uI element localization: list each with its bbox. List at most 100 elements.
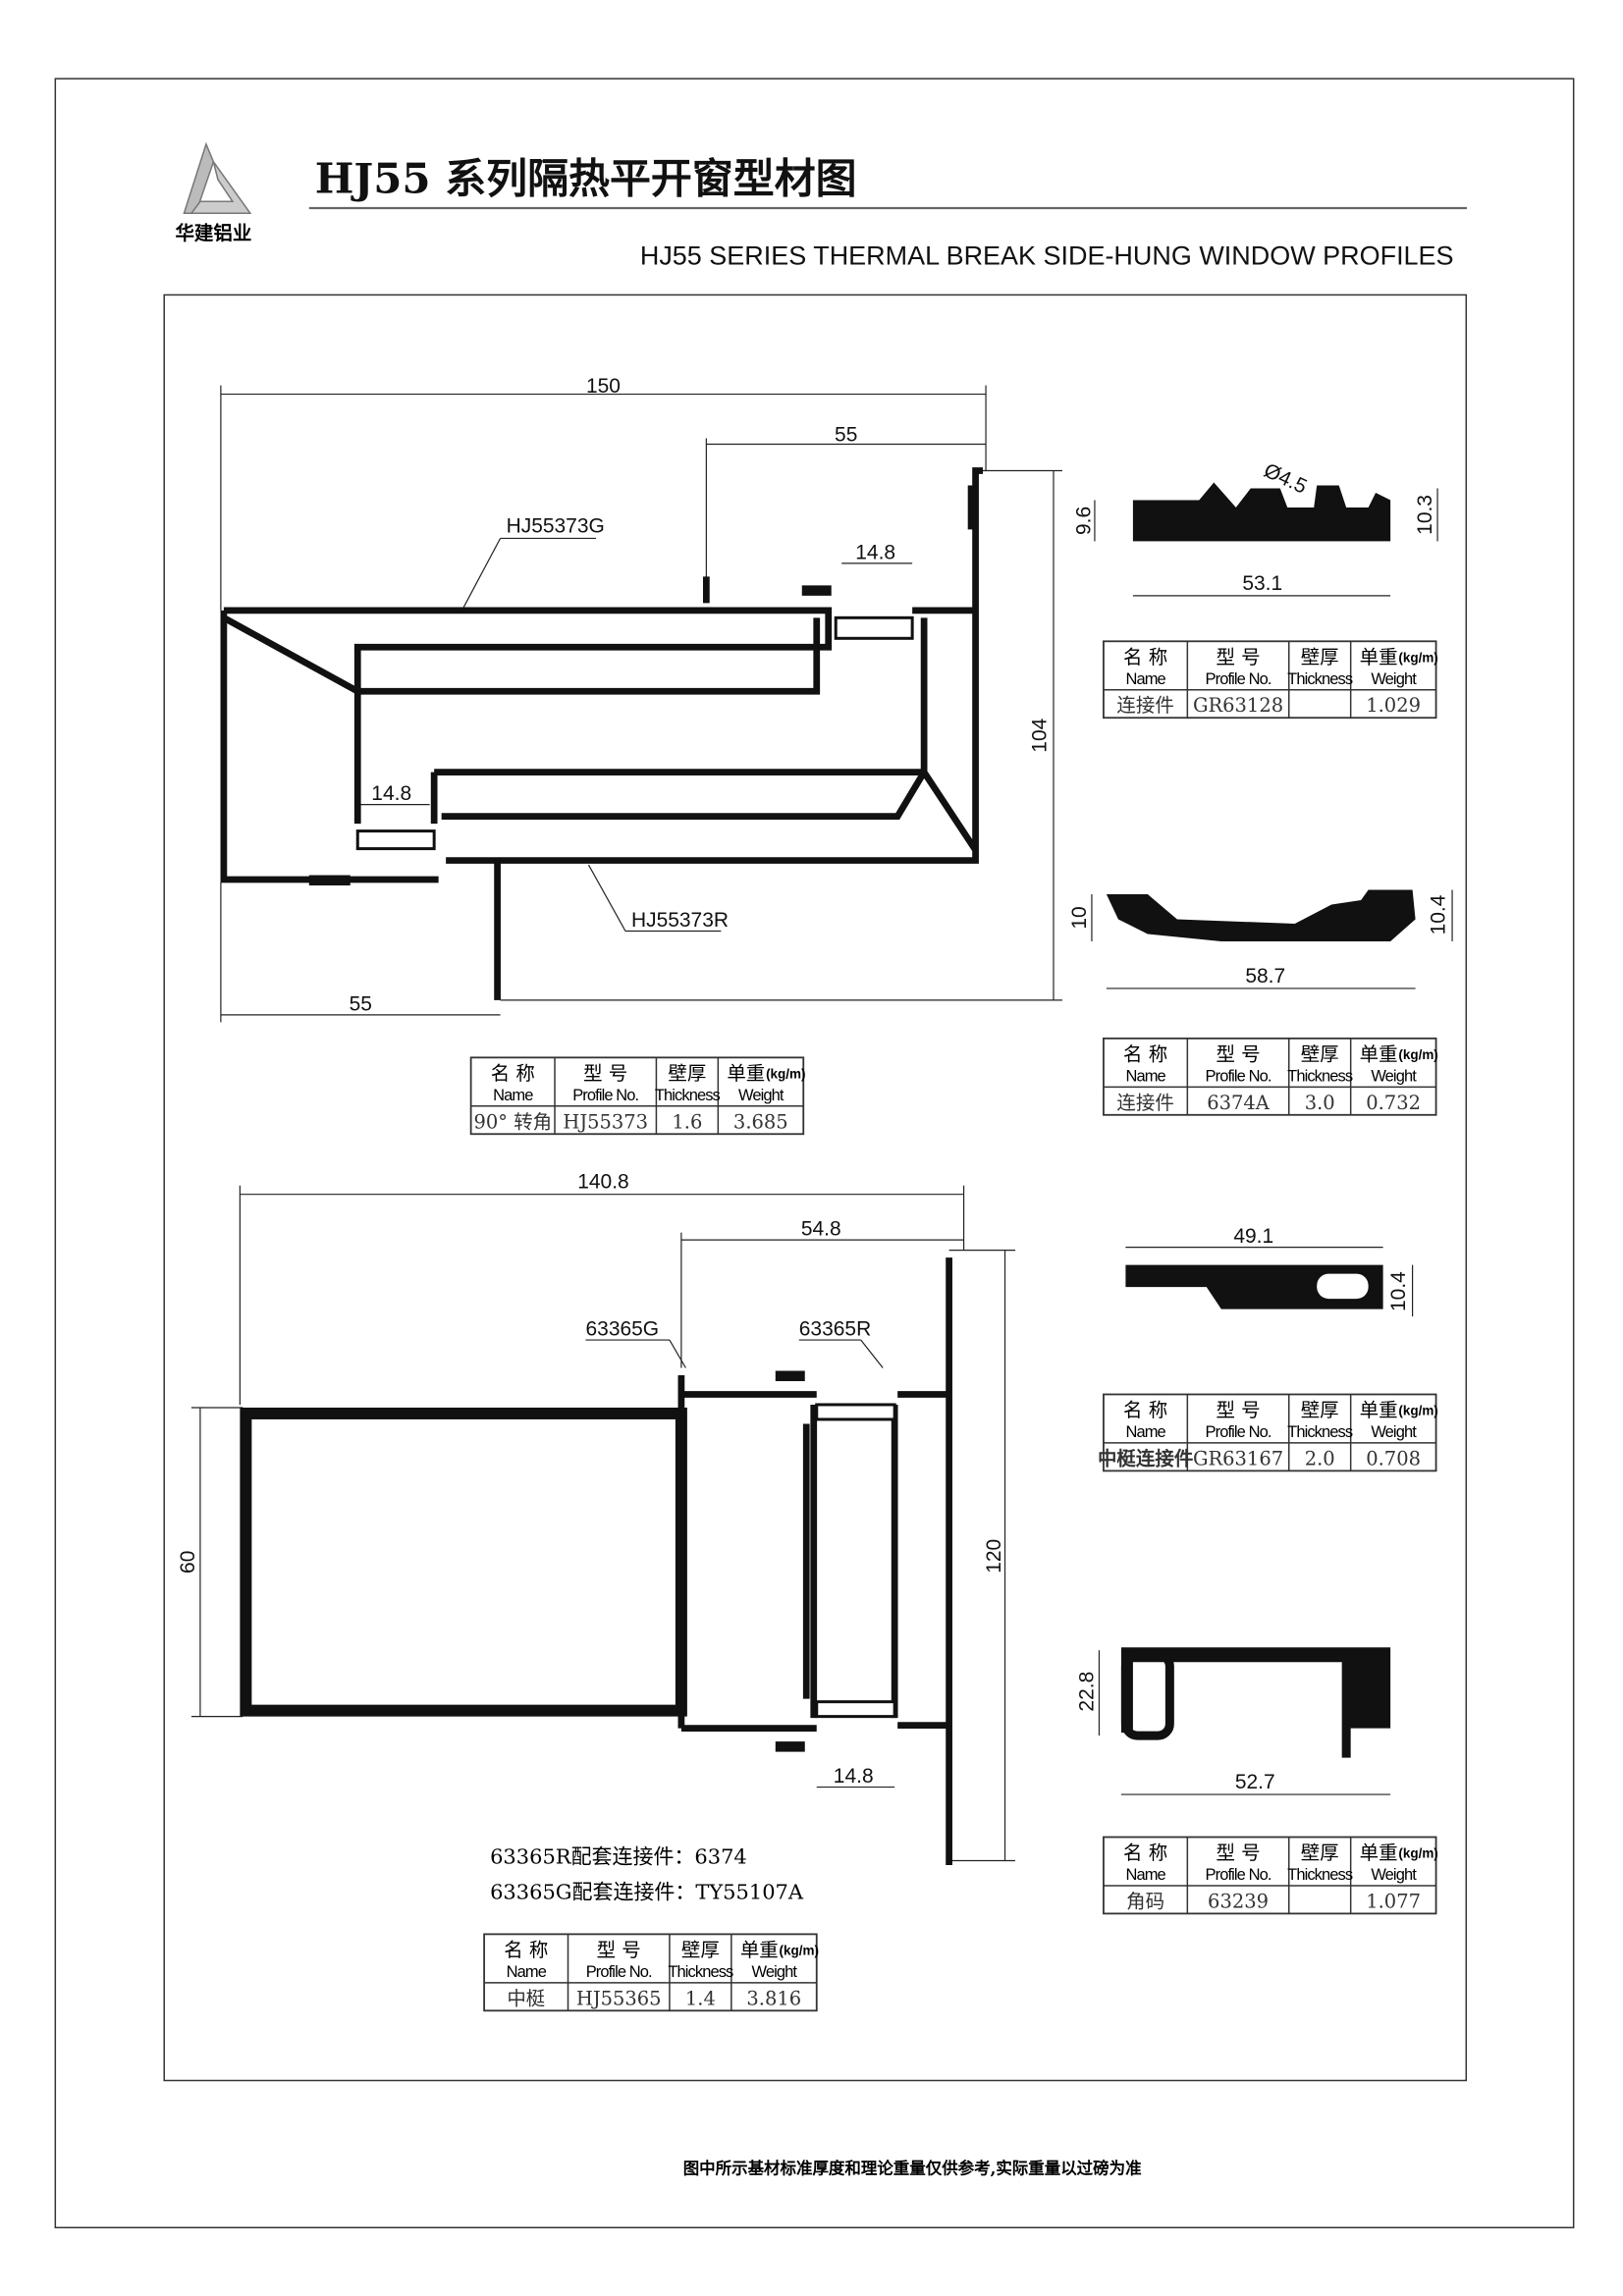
header-name_cn: 名 称: [1123, 646, 1167, 668]
cell-weight: 1.029: [1366, 694, 1421, 717]
header-name_en: Name: [1125, 1866, 1165, 1884]
header-name_cn: 名 称: [1123, 1042, 1167, 1065]
header-name_cn: 名 称: [1123, 1399, 1167, 1421]
cell-thickness: 1.4: [685, 1987, 716, 2009]
dim-gap-2: 14.8: [834, 1765, 874, 1788]
header-weight_en: Weight: [1371, 670, 1417, 688]
header-weight_en: Weight: [1371, 1423, 1417, 1441]
cell-thickness: 2.0: [1305, 1447, 1335, 1469]
header-thickness_cn: 壁厚: [1301, 1399, 1339, 1421]
header-thickness_en: Thickness: [1287, 1866, 1353, 1884]
header-weight-unit: (kg/m): [1398, 1403, 1437, 1417]
header-weight_en: Weight: [1371, 1067, 1417, 1085]
cell-weight: 1.077: [1366, 1890, 1421, 1912]
cell-name: 角码: [1126, 1890, 1164, 1912]
header-weight_en: Weight: [1371, 1866, 1417, 1884]
dim-height: 22.8: [1075, 1672, 1098, 1712]
inner-border: [163, 294, 1468, 2082]
header-thickness_cn: 壁厚: [668, 1062, 706, 1085]
cell-thickness: 1.6: [672, 1110, 702, 1133]
dim-width: 58.7: [1245, 965, 1285, 988]
header-thickness_en: Thickness: [1287, 1423, 1353, 1441]
dim-h-right: 10.4: [1428, 894, 1450, 934]
header-profile_cn: 型 号: [1216, 1399, 1260, 1421]
drawing-hj55365: 140.8 54.8 60 120 14.8 63365G 63365R 633…: [177, 1171, 1016, 1903]
cell-name: 中梃连接件: [1098, 1447, 1193, 1469]
cell-profile: HJ55365: [576, 1987, 662, 2009]
header-name_cn: 名 称: [1123, 1842, 1167, 1864]
company-logo: 华建铝业: [175, 141, 251, 244]
label-hj55373g: HJ55373G: [507, 514, 605, 537]
part-6374a: 10 10.4 58.7: [1068, 889, 1453, 989]
header-weight-unit: (kg/m): [780, 1943, 819, 1957]
header-name_en: Name: [1125, 670, 1165, 688]
page-title: HJ55 系列隔热平开窗型材图: [315, 154, 857, 202]
connector-note-1: 63365R配套连接件：6374: [490, 1844, 747, 1868]
page-subtitle: HJ55 SERIES THERMAL BREAK SIDE-HUNG WIND…: [640, 241, 1454, 271]
outer-border: [54, 78, 1575, 2229]
dim-top-2: 54.8: [801, 1218, 841, 1241]
header-thickness_en: Thickness: [1287, 1067, 1353, 1085]
header-name_en: Name: [1125, 1067, 1165, 1085]
cell-profile: 63239: [1208, 1890, 1269, 1912]
header-profile_en: Profile No.: [1206, 1866, 1271, 1884]
header-weight-unit: (kg/m): [766, 1066, 805, 1081]
dim-bottom: 55: [350, 992, 372, 1015]
label-63365g: 63365G: [585, 1318, 659, 1341]
part-gr63128: Ø4.5 9.6 10.3 53.1: [1072, 459, 1438, 597]
part-63239: 22.8 52.7: [1075, 1647, 1391, 1795]
logo-text: 华建铝业: [175, 222, 251, 244]
header-thickness_en: Thickness: [1287, 670, 1353, 688]
header-name_en: Name: [507, 1963, 547, 1981]
dim-h-left: 9.6: [1072, 507, 1095, 535]
footer-disclaimer: 图中所示基材标准厚度和理论重量仅供参考,实际重量以过磅为准: [683, 2160, 1142, 2178]
header-weight-unit: (kg/m): [1398, 1047, 1437, 1062]
header-profile_en: Profile No.: [1206, 1423, 1271, 1441]
header-thickness_cn: 壁厚: [1301, 1042, 1339, 1065]
cell-name: 连接件: [1116, 1092, 1173, 1114]
header-weight_cn: 单重: [1360, 1399, 1398, 1421]
header-name_cn: 名 称: [491, 1062, 535, 1085]
cell-profile: GR63167: [1193, 1447, 1283, 1469]
part-gr63167: 49.1 10.4: [1125, 1225, 1414, 1317]
dim-h-right: 10.3: [1414, 495, 1436, 535]
header-name_cn: 名 称: [504, 1939, 548, 1961]
header-profile_en: Profile No.: [572, 1087, 638, 1104]
header-weight_en: Weight: [738, 1087, 784, 1104]
header-weight_cn: 单重: [1360, 646, 1398, 668]
dim-width: 49.1: [1233, 1225, 1273, 1248]
header-weight_en: Weight: [752, 1963, 798, 1981]
cell-weight: 3.816: [746, 1987, 801, 2009]
dim-gap-left: 14.8: [371, 782, 411, 805]
dim-h-left: 10: [1068, 906, 1091, 929]
header-weight_cn: 单重: [1360, 1042, 1398, 1065]
header-thickness_cn: 壁厚: [1301, 646, 1339, 668]
header-weight_cn: 单重: [727, 1062, 765, 1085]
dim-height-2: 120: [983, 1539, 1005, 1574]
header-thickness_cn: 壁厚: [681, 1939, 720, 1961]
cell-name: 中梃: [507, 1987, 545, 2009]
cell-name: 连接件: [1116, 694, 1173, 717]
header-profile_en: Profile No.: [1206, 1067, 1271, 1085]
header-weight_cn: 单重: [1360, 1842, 1398, 1864]
dim-width: 150: [586, 375, 621, 398]
header-profile_cn: 型 号: [597, 1939, 641, 1961]
dim-width: 53.1: [1242, 572, 1282, 595]
dim-gap-top: 14.8: [855, 541, 895, 563]
header-weight_cn: 单重: [740, 1939, 779, 1961]
cell-profile: GR63128: [1193, 694, 1283, 717]
header-profile_cn: 型 号: [583, 1062, 627, 1085]
header-weight-unit: (kg/m): [1398, 1845, 1437, 1860]
cell-profile: HJ55373: [563, 1110, 648, 1133]
label-hj55373r: HJ55373R: [631, 909, 729, 932]
cell-weight: 0.732: [1366, 1092, 1421, 1114]
header-profile_cn: 型 号: [1216, 646, 1260, 668]
cell-weight: 3.685: [733, 1110, 788, 1133]
